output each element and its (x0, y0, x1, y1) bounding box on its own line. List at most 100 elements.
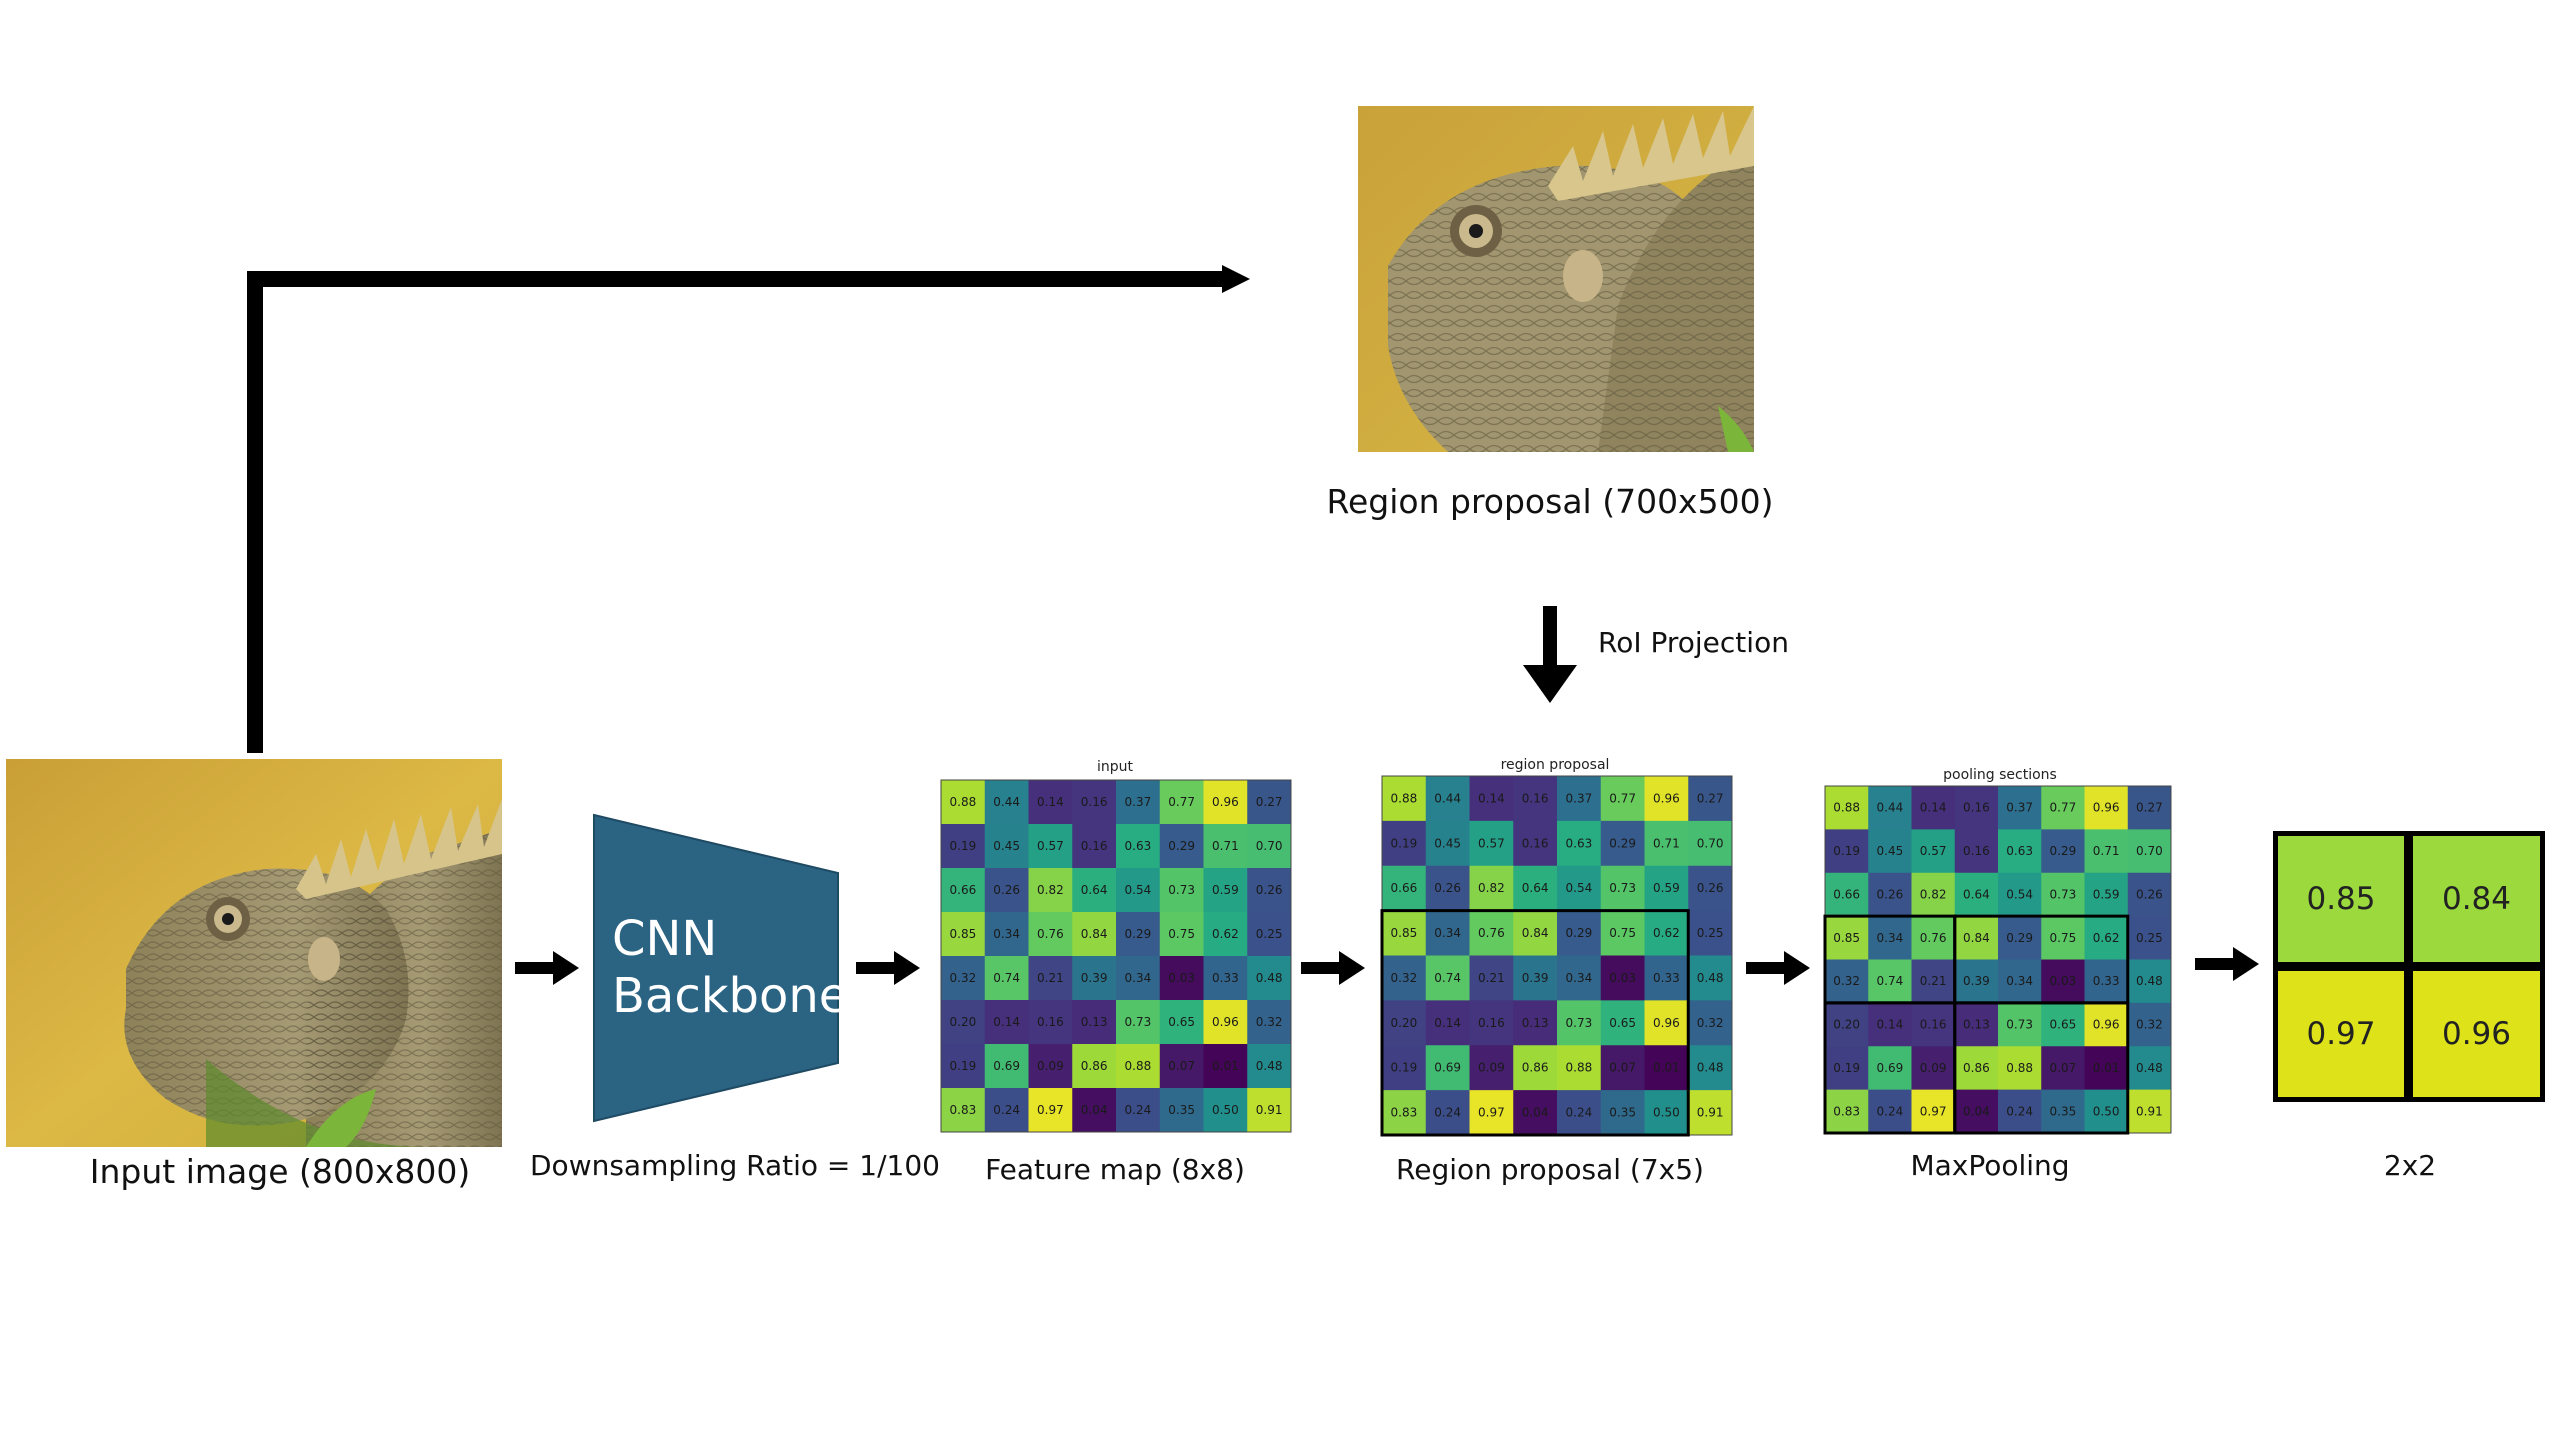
heatmap-cell-value: 0.29 (1566, 926, 1593, 940)
heatmap-cell-value: 0.73 (1566, 1016, 1593, 1030)
pooled-cell-value: 0.97 (2278, 971, 2404, 1097)
heatmap-cell-value: 0.19 (1833, 844, 1860, 858)
heatmap-cell-value: 0.16 (1920, 1018, 1947, 1032)
heatmap-cell-value: 0.76 (1037, 927, 1064, 941)
heatmap-cell-value: 0.14 (1920, 801, 1947, 815)
heatmap-cell-value: 0.04 (1522, 1106, 1549, 1120)
heatmap-cell-value: 0.45 (1434, 836, 1461, 850)
heatmap-cell-value: 0.07 (1168, 1059, 1195, 1073)
heatmap-cell-value: 0.16 (1037, 1015, 1064, 1029)
heatmap-cell-value: 0.24 (1434, 1106, 1461, 1120)
heatmap-cell-value: 0.88 (950, 795, 977, 809)
heatmap-cell-value: 0.44 (993, 795, 1020, 809)
heatmap-cell-value: 0.45 (993, 839, 1020, 853)
pooling-grid-title: pooling sections (1920, 767, 2080, 783)
heatmap-cell-value: 0.37 (2006, 801, 2033, 815)
region-grid-title: region proposal (1480, 757, 1630, 773)
heatmap-cell-value: 0.85 (1391, 926, 1418, 940)
heatmap-cell-value: 0.84 (1963, 931, 1990, 945)
heatmap-cell-value: 0.71 (1212, 839, 1239, 853)
pooled-cell: 0.84 (2413, 836, 2540, 962)
heatmap-cell-value: 0.74 (1434, 971, 1461, 985)
heatmap-cell-value: 0.83 (1391, 1106, 1418, 1120)
heatmap-cell-value: 0.76 (1478, 926, 1505, 940)
heatmap-cell-value: 0.13 (1081, 1015, 1108, 1029)
heatmap-cell-value: 0.64 (1081, 883, 1108, 897)
heatmap-cell-value: 0.63 (1566, 836, 1593, 850)
heatmap-cell-value: 0.73 (1609, 881, 1636, 895)
feature-map-grid: 0.880.440.140.160.370.770.960.270.190.45… (941, 780, 1291, 1132)
heatmap-cell-value: 0.84 (1081, 927, 1108, 941)
heatmap-cell-value: 0.16 (1081, 795, 1108, 809)
heatmap-cell-value: 0.33 (1653, 971, 1680, 985)
heatmap-cell-value: 0.71 (1653, 836, 1680, 850)
heatmap-cell-value: 0.16 (1478, 1016, 1505, 1030)
heatmap-cell-value: 0.44 (1434, 791, 1461, 805)
heatmap-cell-value: 0.73 (2006, 1018, 2033, 1032)
input-image-caption: Input image (800x800) (40, 1152, 520, 1191)
heatmap-cell-value: 0.14 (993, 1015, 1020, 1029)
heatmap-cell-value: 0.50 (2093, 1104, 2120, 1118)
roi-projection-label: RoI Projection (1598, 626, 1789, 659)
heatmap-cell-value: 0.91 (2136, 1104, 2163, 1118)
heatmap-cell-value: 0.29 (1168, 839, 1195, 853)
heatmap-cell-value: 0.66 (1391, 881, 1418, 895)
heatmap-cell-value: 0.96 (1653, 1016, 1680, 1030)
heatmap-cell-value: 0.39 (1081, 971, 1108, 985)
heatmap-cell-value: 0.85 (950, 927, 977, 941)
heatmap-cell-value: 0.65 (1609, 1016, 1636, 1030)
heatmap-cell-value: 0.83 (950, 1103, 977, 1117)
heatmap-cell-value: 0.37 (1125, 795, 1152, 809)
heatmap-cell-value: 0.70 (2136, 844, 2163, 858)
heatmap-cell-value: 0.20 (1391, 1016, 1418, 1030)
heatmap-cell-value: 0.59 (1653, 881, 1680, 895)
heatmap-cell-value: 0.32 (950, 971, 977, 985)
heatmap-cell-value: 0.82 (1037, 883, 1064, 897)
pooling-sections-grid: 0.880.440.140.160.370.770.960.270.190.45… (1825, 786, 2171, 1133)
heatmap-cell-value: 0.77 (1609, 791, 1636, 805)
heatmap-cell-value: 0.32 (1697, 1016, 1724, 1030)
heatmap-cell-value: 0.76 (1920, 931, 1947, 945)
heatmap-cell-value: 0.88 (1125, 1059, 1152, 1073)
heatmap-cell-value: 0.34 (1877, 931, 1904, 945)
cnn-backbone: CNN Backbone (592, 813, 840, 1123)
heatmap-cell-value: 0.86 (1522, 1061, 1549, 1075)
heatmap-cell-value: 0.14 (1037, 795, 1064, 809)
heatmap-cell-value: 0.88 (1833, 801, 1860, 815)
heatmap-cell-value: 0.09 (1920, 1061, 1947, 1075)
heatmap-cell-value: 0.29 (1125, 927, 1152, 941)
heatmap-cell-value: 0.19 (950, 1059, 977, 1073)
heatmap-cell-value: 0.96 (1212, 1015, 1239, 1029)
heatmap-cell-value: 0.27 (1697, 791, 1724, 805)
heatmap-cell-value: 0.57 (1920, 844, 1947, 858)
heatmap-cell-value: 0.91 (1256, 1103, 1283, 1117)
heatmap-cell-value: 0.13 (1522, 1016, 1549, 1030)
heatmap-cell-value: 0.24 (993, 1103, 1020, 1117)
heatmap-cell-value: 0.97 (1478, 1106, 1505, 1120)
heatmap-cell-value: 0.65 (1168, 1015, 1195, 1029)
heatmap-cell-value: 0.97 (1920, 1104, 1947, 1118)
heatmap-cell-value: 0.62 (1653, 926, 1680, 940)
heatmap-cell-value: 0.34 (993, 927, 1020, 941)
heatmap-cell-value: 0.26 (1877, 887, 1904, 901)
heatmap-cell-value: 0.21 (1478, 971, 1505, 985)
heatmap-cell-value: 0.21 (1037, 971, 1064, 985)
heatmap-cell-value: 0.82 (1920, 887, 1947, 901)
heatmap-cell-value: 0.16 (1963, 801, 1990, 815)
heatmap-cell-value: 0.24 (1566, 1106, 1593, 1120)
heatmap-cell-value: 0.75 (2050, 931, 2077, 945)
heatmap-cell-value: 0.74 (993, 971, 1020, 985)
heatmap-cell-value: 0.32 (2136, 1018, 2163, 1032)
heatmap-cell-value: 0.73 (2050, 887, 2077, 901)
heatmap-cell-value: 0.54 (2006, 887, 2033, 901)
heatmap-cell-value: 0.34 (1125, 971, 1152, 985)
heatmap-cell-value: 0.35 (1609, 1106, 1636, 1120)
heatmap-cell-value: 0.07 (2050, 1061, 2077, 1075)
heatmap-cell-value: 0.91 (1697, 1106, 1724, 1120)
heatmap-cell-value: 0.27 (2136, 801, 2163, 815)
heatmap-cell-value: 0.39 (1963, 974, 1990, 988)
heatmap-cell-value: 0.09 (1037, 1059, 1064, 1073)
heatmap-cell-value: 0.35 (2050, 1104, 2077, 1118)
heatmap-cell-value: 0.26 (993, 883, 1020, 897)
heatmap-cell-value: 0.44 (1877, 801, 1904, 815)
